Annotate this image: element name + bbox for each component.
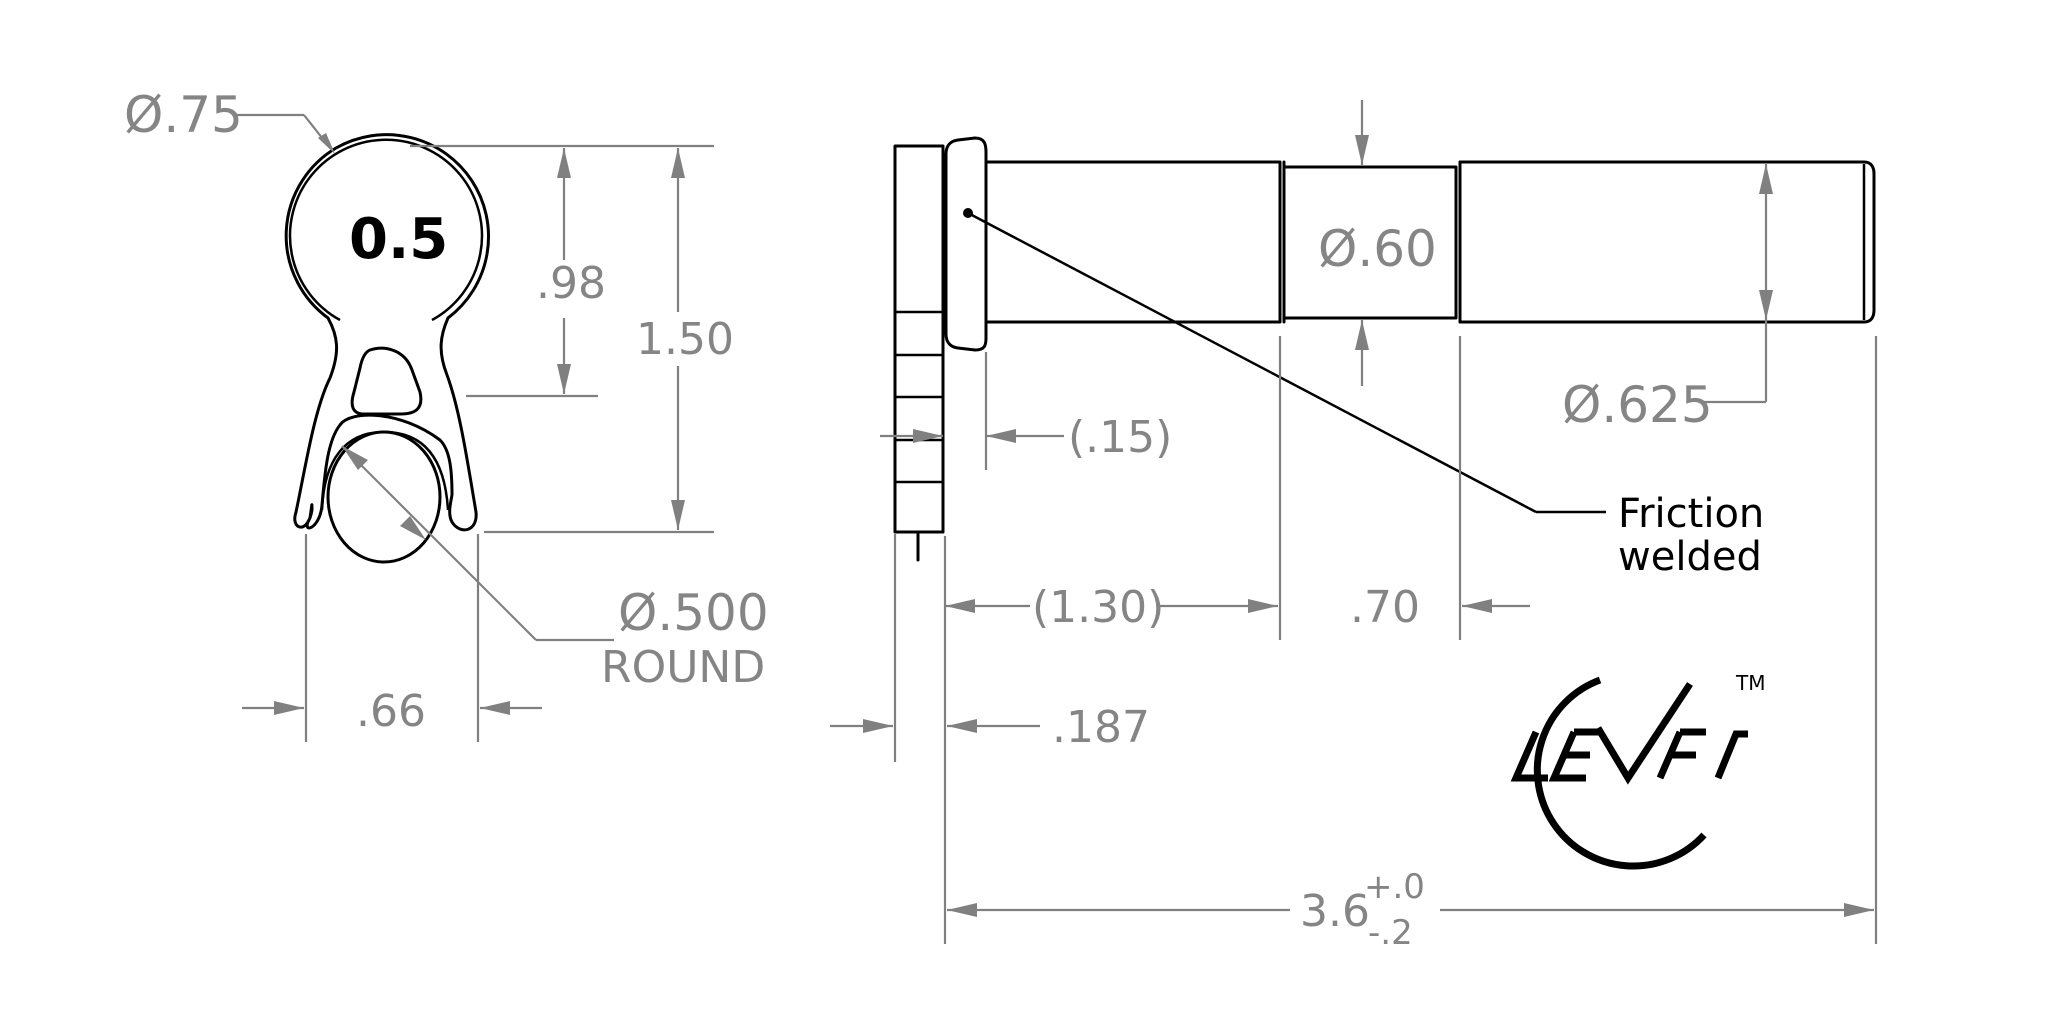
engraved-size-label: 0.5	[349, 207, 448, 272]
side-view	[893, 136, 1876, 562]
pin-head-outline	[284, 133, 490, 532]
dim-groove-length: .70	[1350, 582, 1420, 633]
dim-shaft-dia: Ø.625	[1562, 376, 1713, 434]
clever-logo: TM	[1510, 671, 1765, 870]
dim-round-dia: Ø.500	[618, 584, 769, 642]
dim-overall-length: 3.6	[1300, 886, 1370, 937]
dim-overall-height: 1.50	[636, 314, 734, 365]
front-view-dimensions: Ø.75 .98 1.50 Ø.500 ROUND .66	[124, 86, 769, 742]
dim-plate-thickness: .187	[1052, 702, 1150, 753]
round-rod-section	[326, 430, 442, 564]
dim-tolerance-plus: +.0	[1364, 867, 1425, 907]
head-inner-outline	[288, 138, 484, 322]
dim-tolerance-minus: -.2	[1368, 913, 1413, 953]
front-view	[284, 133, 490, 564]
dim-shank-length: (1.30)	[1032, 582, 1164, 633]
groove-section	[1282, 165, 1458, 320]
dim-offset: (.15)	[1068, 412, 1172, 463]
mounting-plate	[893, 144, 945, 534]
friction-weld-note: Friction welded	[967, 211, 1764, 580]
dim-shoulder-dia: Ø.60	[1318, 220, 1437, 278]
note-line-2: welded	[1618, 534, 1762, 580]
logo-c-arc	[1533, 676, 1707, 870]
side-view-dimensions: Ø.60 Ø.625 (.15) (1.30) .70 .187	[830, 100, 1878, 953]
triangular-window	[350, 346, 423, 416]
dim-round-label: ROUND	[601, 642, 765, 693]
dim-mid-height: .98	[536, 258, 606, 309]
note-line-1: Friction	[1618, 491, 1764, 537]
shaft-section	[1458, 160, 1876, 324]
shank-section	[984, 160, 1282, 324]
logo-trademark: TM	[1735, 671, 1765, 695]
welded-flange	[944, 136, 988, 352]
dim-width: .66	[356, 686, 426, 737]
dim-head-dia: Ø.75	[124, 86, 243, 144]
ring-inner-outline	[320, 430, 450, 511]
